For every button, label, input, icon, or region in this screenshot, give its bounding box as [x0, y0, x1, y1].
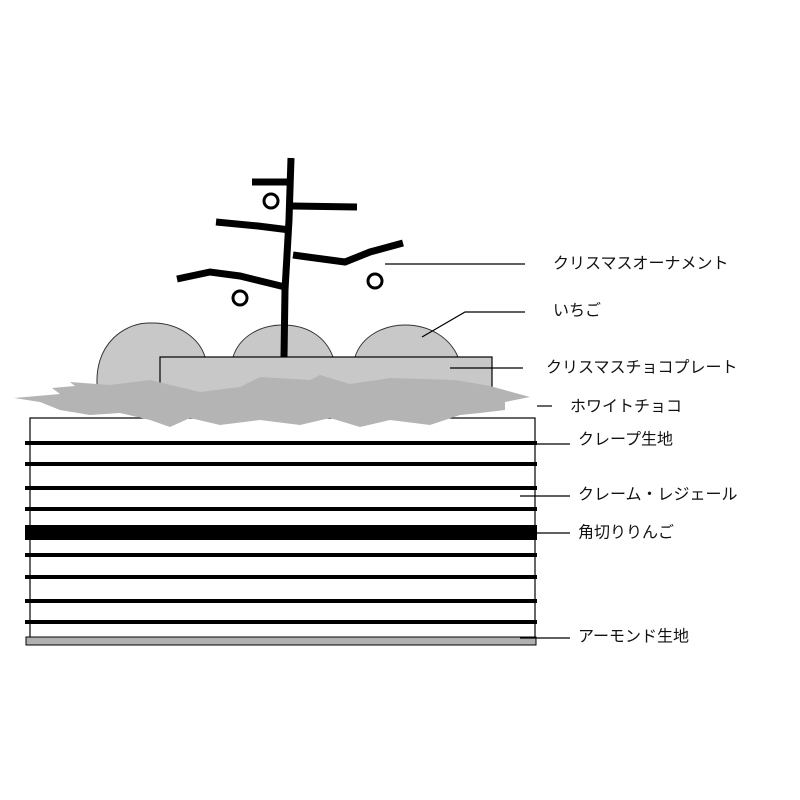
almond-layer [25, 636, 537, 646]
label-apple: 角切りりんご [578, 523, 674, 542]
leader-lines [385, 263, 570, 639]
label-plate: クリスマスチョコプレート [546, 358, 738, 377]
ornament-ball [231, 289, 249, 307]
christmas-ornament [176, 157, 404, 358]
label-crepe: クレープ生地 [578, 430, 673, 449]
label-almond: アーモンド生地 [578, 627, 689, 646]
strawberry [96, 322, 206, 396]
strawberry [354, 324, 459, 358]
white-chocolate [14, 375, 530, 427]
ornament-ball [262, 192, 280, 210]
label-strawberry: いちご [553, 301, 601, 320]
apple-layer [25, 525, 537, 540]
crepe-layers [25, 441, 537, 624]
label-creme: クレーム・レジェール [578, 485, 738, 504]
ornament-ball [366, 272, 384, 290]
label-ornament: クリスマスオーナメント [553, 254, 729, 273]
label-white-chocolate: ホワイトチョコ [570, 397, 682, 416]
